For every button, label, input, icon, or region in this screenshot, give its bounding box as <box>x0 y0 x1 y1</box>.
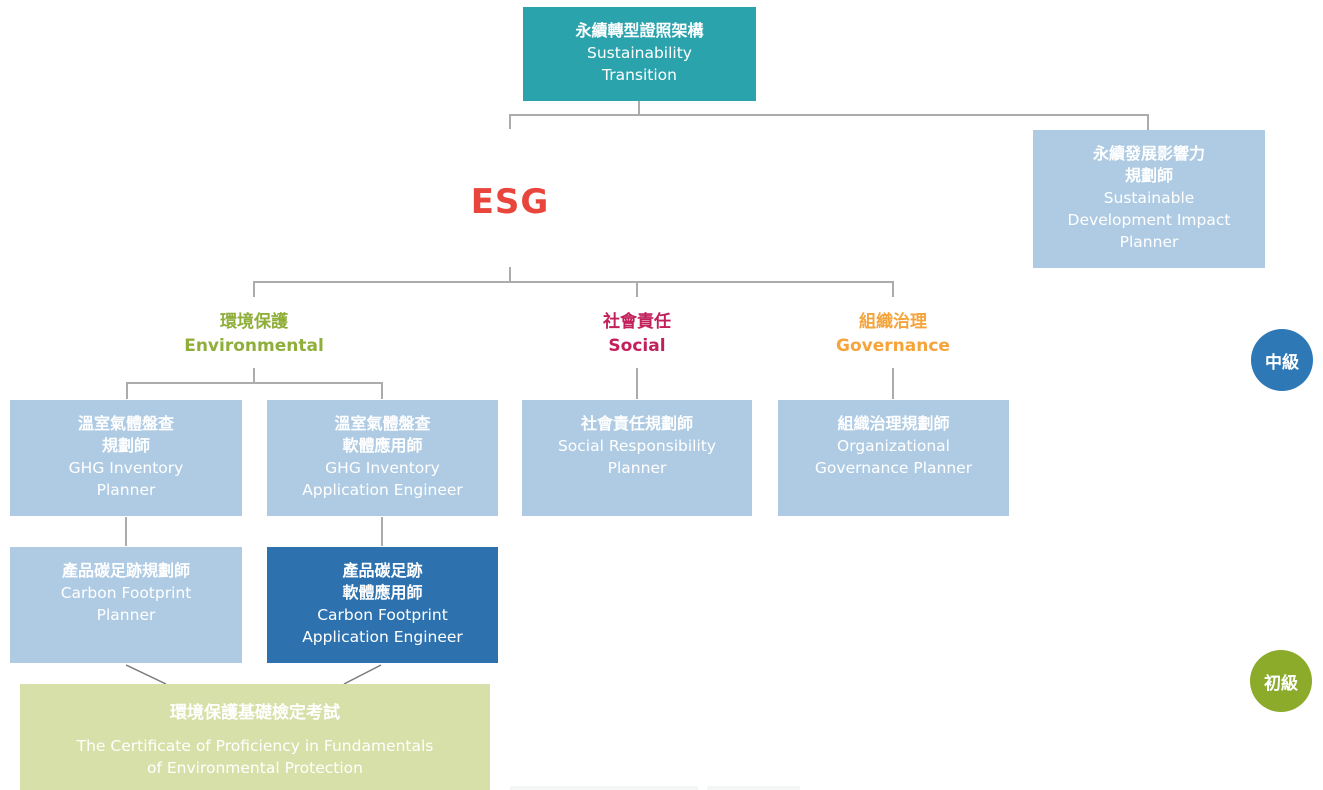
node-title-en: Social Responsibility <box>557 437 717 455</box>
badge-beginner-level: 初級 <box>1250 650 1312 712</box>
node-title-en: GHG Inventory <box>325 459 440 477</box>
node-title-zh: 環境保護基礎檢定考試 <box>170 703 340 723</box>
node-title-en: Organizational <box>837 437 950 455</box>
node-title-zh: 規劃師 <box>101 436 150 455</box>
node-title-en: Sustainability <box>587 44 692 62</box>
node-title-zh: 產品碳足跡 <box>342 561 423 580</box>
node-sustainable-development-impact-planner: 永續發展影響力 規劃師 Sustainable Development Impa… <box>1033 130 1265 268</box>
node-sustainability-transition: 永續轉型證照架構 Sustainability Transition <box>523 7 756 101</box>
node-title-en: The Certificate of Proficiency in Fundam… <box>76 737 434 755</box>
node-title-zh: 溫室氣體盤查 <box>334 414 431 433</box>
node-title-zh: 永續轉型證照架構 <box>575 21 704 40</box>
node-title-en: Carbon Footprint <box>317 606 448 624</box>
node-carbon-footprint-application-engineer: 產品碳足跡 軟體應用師 Carbon Footprint Application… <box>267 547 498 663</box>
node-title-en: Development Impact <box>1067 211 1231 229</box>
cutoff-box <box>510 786 698 790</box>
node-title-en: GHG Inventory <box>68 459 184 477</box>
badge-label: 初級 <box>1264 673 1298 694</box>
node-social-responsibility-planner: 社會責任規劃師 Social Responsibility Planner <box>522 400 752 516</box>
node-title-zh: 軟體應用師 <box>342 436 423 455</box>
category-zh: 環境保護 <box>220 312 288 332</box>
node-title-en: Transition <box>602 66 677 84</box>
badge-intermediate-level: 中級 <box>1251 329 1313 391</box>
node-title-en: Planner <box>607 459 667 477</box>
node-title-en: Planner <box>1119 233 1179 251</box>
esg-heading: ESG <box>470 182 550 222</box>
label-governance: 組織治理 Governance <box>793 310 993 358</box>
node-title-zh: 軟體應用師 <box>342 583 423 602</box>
node-title-zh: 社會責任規劃師 <box>580 414 693 433</box>
category-en: Governance <box>836 336 950 356</box>
node-ghg-inventory-planner: 溫室氣體盤查 規劃師 GHG Inventory Planner <box>10 400 242 516</box>
category-zh: 社會責任 <box>603 312 671 332</box>
node-title-zh: 溫室氣體盤查 <box>77 414 174 433</box>
node-title-en: Sustainable <box>1103 189 1195 207</box>
node-title-zh: 產品碳足跡規劃師 <box>61 561 190 580</box>
node-title-en: Planner <box>96 606 156 624</box>
node-organizational-governance-planner: 組織治理規劃師 Organizational Governance Planne… <box>778 400 1009 516</box>
category-en: Environmental <box>184 336 324 356</box>
label-social: 社會責任 Social <box>537 310 737 358</box>
node-carbon-footprint-planner: 產品碳足跡規劃師 Carbon Footprint Planner <box>10 547 242 663</box>
node-title-en: Application Engineer <box>302 481 463 499</box>
node-title-en: Carbon Footprint <box>60 584 192 602</box>
badge-label: 中級 <box>1265 352 1299 373</box>
node-title-zh: 規劃師 <box>1124 166 1173 185</box>
cutoff-box <box>707 786 800 790</box>
node-title-zh: 組織治理規劃師 <box>837 414 950 433</box>
node-title-en: Governance Planner <box>814 459 973 477</box>
node-title-en: Planner <box>96 481 156 499</box>
category-en: Social <box>608 336 666 356</box>
node-environmental-fundamentals-exam: 環境保護基礎檢定考試 The Certificate of Proficienc… <box>20 684 490 790</box>
node-title-en: Application Engineer <box>302 628 463 646</box>
label-environmental: 環境保護 Environmental <box>154 310 354 358</box>
node-title-en: of Environmental Protection <box>147 759 363 777</box>
node-ghg-inventory-application-engineer: 溫室氣體盤查 軟體應用師 GHG Inventory Application E… <box>267 400 498 516</box>
node-title-zh: 永續發展影響力 <box>1092 144 1205 163</box>
category-zh: 組織治理 <box>859 312 927 332</box>
